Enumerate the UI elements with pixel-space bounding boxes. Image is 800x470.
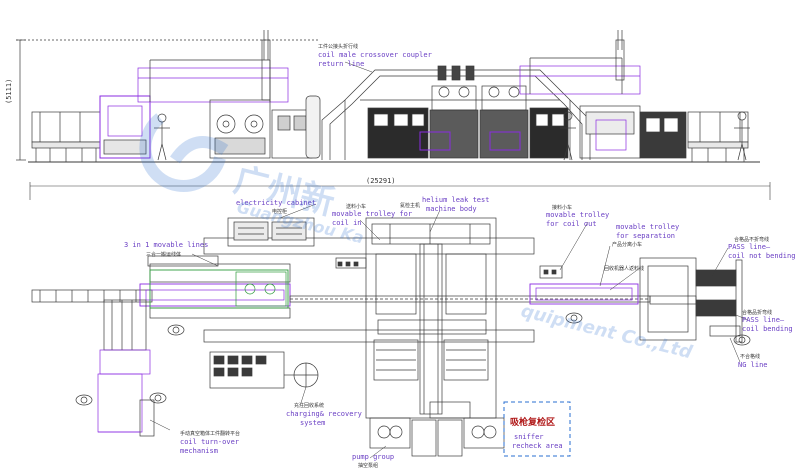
plan-view <box>31 217 751 457</box>
ng-line-label-cn: 不合格线 <box>740 353 760 360</box>
pass-not-bending-label-en: PASS line— <box>728 243 771 251</box>
central-machines-elevation <box>367 65 569 159</box>
charging-recovery-label-en: charging& recovery <box>286 410 362 418</box>
coil-male-crossover-label-en2: return line <box>318 60 364 68</box>
ng-line-label-en: NG line <box>738 361 768 369</box>
sniffer-recheck-area: 吸枪复检区 sniffer recheck area <box>503 401 571 457</box>
operator-figure-3 <box>734 111 750 161</box>
left-conveyor-elevation <box>31 111 101 162</box>
helium-machine-label-en2: machine body <box>426 205 477 213</box>
operator-plan-4 <box>565 312 583 324</box>
operator-plan-5 <box>733 334 751 346</box>
trolley-in-label-en: movable trolley for <box>332 210 412 218</box>
left-rack-elevation <box>209 95 321 159</box>
watermark-logo <box>139 113 229 192</box>
pass-bending-label-en2: coil bending <box>742 325 793 333</box>
three-in-one-label-en: 3 in 1 movable lines <box>124 241 208 249</box>
turnover-spine-plan <box>97 299 155 437</box>
electricity-cabinet <box>227 217 315 247</box>
charging-recovery-system <box>209 351 319 389</box>
trolley-out-label-en2: for coil out <box>546 220 597 228</box>
coil-male-crossover-label-cn: 工件公接头折行线 <box>318 43 358 50</box>
operator-figure-1 <box>154 113 170 161</box>
electricity-cabinet-label-cn: 电控柜 <box>272 208 287 215</box>
operator-plan-3 <box>149 392 167 404</box>
loading-workstation-plan <box>149 269 289 309</box>
coil-male-crossover-label-en: coil male crossover coupler <box>318 51 432 59</box>
trolley-in-label-en2: coil in <box>332 219 362 227</box>
length-dimension <box>29 182 771 200</box>
trolley-out-label-cn: 接料小车 <box>552 204 572 211</box>
charging-recovery-label-en2: system <box>300 419 325 427</box>
right-section-elevation <box>519 30 749 162</box>
coil-turnover-label-en2: mechanism <box>180 447 218 455</box>
trolley-out-label-en: movable trolley <box>546 211 609 219</box>
pump-group-label-cn: 抽空泵组 <box>358 462 378 469</box>
operator-plan-1 <box>167 324 185 336</box>
length-dimension-label: (25291) <box>366 177 396 185</box>
pass-bending-label-cn: 合格品折弯线 <box>742 309 772 316</box>
elevation-view <box>16 30 760 163</box>
height-dimension-label: (5111) <box>5 79 13 104</box>
coil-turnover-label-cn: 手动真空箱体工件翻转平台 <box>180 430 240 437</box>
coil-turnover-label-en: coil turn-over <box>180 438 239 446</box>
pump-group-plan <box>369 401 505 457</box>
three-in-one-label-cn: 三合一搬运线体 <box>146 251 181 258</box>
mid-conveyor-label-cn: 回收机器人返料线 <box>604 265 644 272</box>
separation-label-en: movable trolley <box>616 223 679 231</box>
pass-not-bending-label-cn: 合格品不折弯线 <box>734 236 769 243</box>
helium-machine-label-cn: 氦检主机 <box>400 202 420 209</box>
pump-group-label-en: pump group <box>352 453 394 461</box>
sniffer-recheck-label-en2: recheck area <box>512 442 563 450</box>
operator-plan-2 <box>75 394 93 406</box>
separation-label-en2: for separation <box>616 232 675 240</box>
sniffer-recheck-label-en: sniffer <box>514 433 544 441</box>
pass-not-bending-label-en2: coil not bending <box>728 252 795 260</box>
electricity-cabinet-label-en: electricity cabinet <box>236 199 316 207</box>
trolley-in-label-cn: 送料小车 <box>346 203 366 210</box>
operator-figure-2 <box>560 111 576 161</box>
left-column-elevation <box>261 30 271 101</box>
separation-label-cn: 产品分离小车 <box>612 241 642 248</box>
loading-cell-elevation <box>99 59 289 159</box>
pass-bending-label-en: PASS line— <box>742 316 785 324</box>
helium-machine-plan <box>335 217 563 419</box>
charging-recovery-label-cn: 充注回收系统 <box>294 402 324 409</box>
separation-conveyor-plan <box>529 257 743 343</box>
sniffer-recheck-title: 吸枪复检区 <box>510 416 555 428</box>
helium-machine-label-en: helium leak test <box>422 196 489 204</box>
